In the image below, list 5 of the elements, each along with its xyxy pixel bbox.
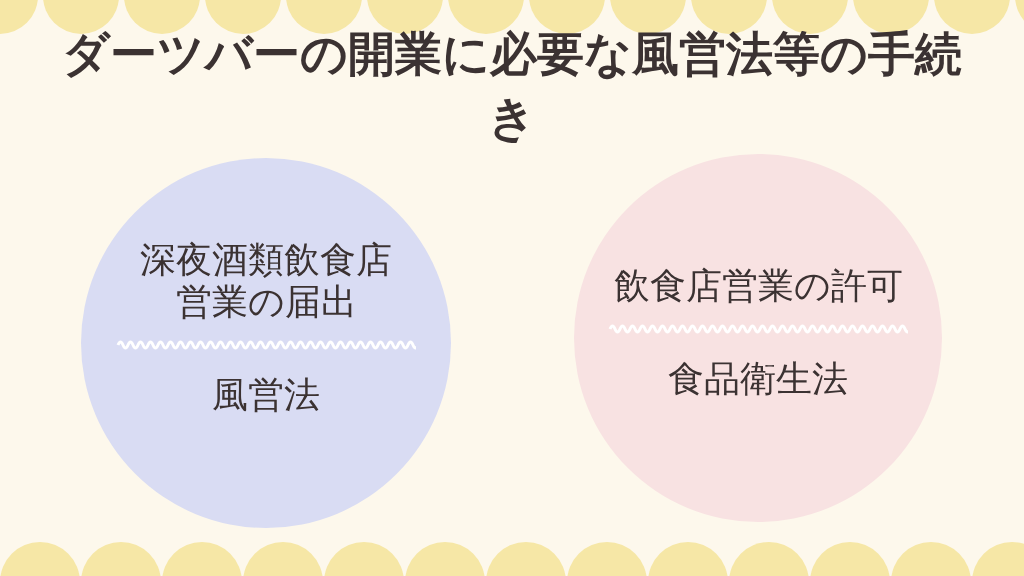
procedure-name: 飲食店営業の許可 [612, 265, 904, 307]
law-name: 食品衛生法 [668, 357, 848, 401]
procedure-name: 深夜酒類飲食店営業の届出 [139, 239, 393, 323]
title: ダーツバーの開業に必要な風営法等の手続き [61, 25, 963, 147]
law-name: 風営法 [212, 373, 320, 417]
